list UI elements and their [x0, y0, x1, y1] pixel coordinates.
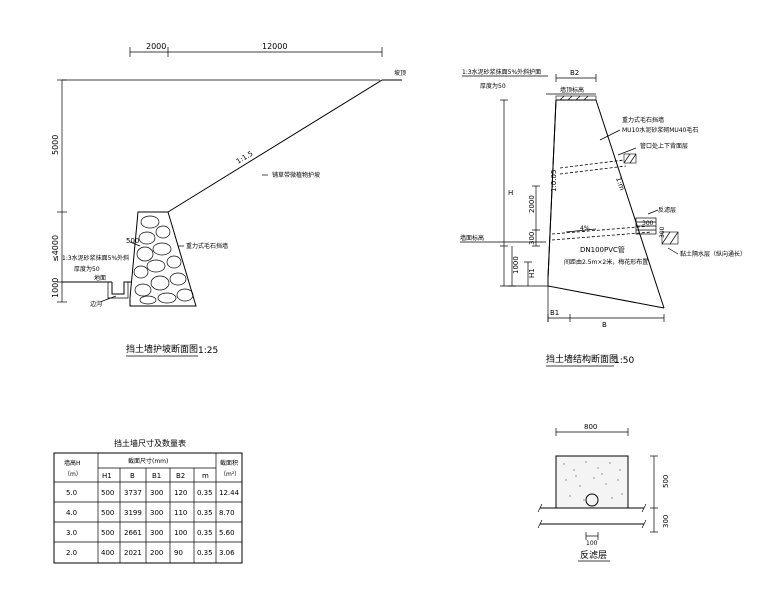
label-slope-protect: 铺草带微植物护坡	[272, 171, 320, 179]
filter-detail: 800 500 300 100 反滤层	[537, 423, 670, 562]
dim-side-wall: ≤4000	[51, 235, 60, 262]
label-drain-hole: 管口处上下背面层	[640, 142, 688, 150]
cell: 0.35	[197, 549, 213, 557]
cell: 100	[174, 529, 187, 537]
label-h: H	[508, 189, 513, 197]
dim-side-base: 1000	[51, 278, 60, 298]
label-mortar: 1:3水泥砂浆抹面5%外斜	[62, 254, 129, 262]
label-thickness-r: 厚度为50	[480, 82, 506, 90]
cell: 0.35	[197, 529, 213, 537]
left-section: 2000 12000 5000 ≤4000 1000 坡顶 1:1.5 铺草带微…	[51, 42, 406, 357]
right-title: 挡土墙结构断面图	[546, 353, 618, 365]
label-clay: 黏土隔水层（纵向通长）	[680, 250, 746, 258]
rubble-stones	[133, 215, 194, 305]
left-scale: 1:25	[198, 346, 218, 356]
cell: 2661	[124, 529, 142, 537]
filter-dim-width: 800	[584, 423, 597, 431]
label-masonry-2: MU10水泥砂浆砌MU40毛石	[622, 126, 698, 134]
label-wall: 重力式毛石挡墙	[186, 242, 228, 250]
col-b: B	[130, 472, 135, 480]
label-300: 300	[528, 232, 536, 245]
cell: 3.06	[219, 549, 235, 557]
label-h1: H1	[528, 268, 536, 278]
cell: 0.35	[197, 509, 213, 517]
cell: 3.0	[66, 529, 77, 537]
table-row: 4.0 500 3199 300 110 0.35 8.70	[66, 509, 235, 517]
label-ratio-back: 1:m	[614, 176, 626, 192]
label-ground: 地面	[94, 274, 106, 282]
label-filter-dim-1: 300	[642, 220, 654, 227]
col-b2: B2	[176, 472, 185, 480]
cell: 500	[101, 509, 114, 517]
filter-dim-height: 500	[662, 475, 670, 488]
label-filter: 反滤层	[658, 206, 676, 214]
cell: 200	[150, 549, 163, 557]
label-thickness: 厚度为50	[74, 265, 100, 273]
cell: 120	[174, 489, 187, 497]
cell: 2.0	[66, 549, 77, 557]
col-h1: H1	[102, 472, 112, 480]
cell: 300	[150, 509, 163, 517]
label-pvc-spacing: 间距由2.5m×2米，梅花形布置	[564, 258, 648, 266]
table-row: 2.0 400 2021 200 90 0.35 3.06	[66, 549, 235, 557]
cell: 4.0	[66, 509, 77, 517]
cell: 5.60	[219, 529, 235, 537]
cell: 8.70	[219, 509, 235, 517]
filter-dim-offset: 100	[586, 540, 598, 547]
label-top: 坡顶	[394, 69, 406, 77]
cell: 5.0	[66, 489, 77, 497]
label-slope-ratio: 1:1.5	[235, 150, 255, 166]
label-500: 500	[126, 237, 139, 245]
cell: 2021	[124, 549, 142, 557]
cell: 500	[101, 529, 114, 537]
cell: 300	[150, 529, 163, 537]
label-trench: 边沟	[90, 300, 102, 308]
label-mortar-top: 1:3水泥砂浆抹面5%外斜护面	[462, 68, 541, 76]
cell: 400	[101, 549, 114, 557]
filter-title: 反滤层	[580, 549, 607, 561]
dim-side-slope: 5000	[51, 135, 60, 155]
cell: 300	[150, 489, 163, 497]
cell: 3737	[124, 489, 142, 497]
label-masonry-1: 重力式毛石挡墙	[622, 116, 664, 124]
cell: 3199	[124, 509, 142, 517]
label-pvc: DN100PVC管	[580, 245, 625, 254]
label-1000: 1000	[512, 256, 520, 274]
left-title: 挡土墙护坡断面图	[126, 343, 198, 355]
table-row: 3.0 500 2661 300 100 0.35 5.60	[66, 529, 235, 537]
label-coping: 墙顶标高	[560, 86, 584, 94]
label-b1: B1	[550, 309, 559, 317]
cell: 500	[101, 489, 114, 497]
head-height: 墙高H	[64, 459, 81, 467]
filter-dim-bottom: 300	[662, 515, 670, 528]
cell: 12.44	[219, 489, 240, 497]
gravel-dots	[563, 461, 623, 501]
head-section: 截面尺寸(mm)	[128, 457, 168, 465]
col-m: m	[202, 472, 209, 480]
label-base-level: 墙面标高	[460, 234, 484, 242]
head-area-unit: （m²）	[220, 471, 240, 478]
table-title: 挡土墙尺寸及数量表	[114, 438, 186, 448]
col-b1: B1	[152, 472, 161, 480]
label-2000: 2000	[528, 195, 536, 213]
label-b: B	[602, 321, 607, 329]
label-slope-pct: 4%	[580, 225, 590, 232]
dim-top-2: 12000	[262, 42, 287, 51]
label-b2: B2	[570, 69, 579, 77]
cell: 0.35	[197, 489, 213, 497]
cell: 90	[174, 549, 183, 557]
dimension-table: 挡土墙尺寸及数量表 墙高H （m） 截面尺寸(mm) 截面积 （m²） H1 B…	[53, 438, 243, 564]
head-height-unit: （m）	[64, 471, 82, 478]
table-row: 5.0 500 3737 300 120 0.35 12.44	[66, 489, 240, 497]
cell: 110	[174, 509, 187, 517]
right-scale: 1:50	[614, 356, 634, 366]
dim-top-1: 2000	[146, 42, 166, 51]
head-area: 截面积	[220, 459, 238, 467]
right-section: 1:3水泥砂浆抹面5%外斜护面 厚度为50 B2 墙顶标高 H 墙面标高 200…	[460, 68, 746, 367]
label-ratio-front: 1:0.05	[550, 170, 558, 192]
